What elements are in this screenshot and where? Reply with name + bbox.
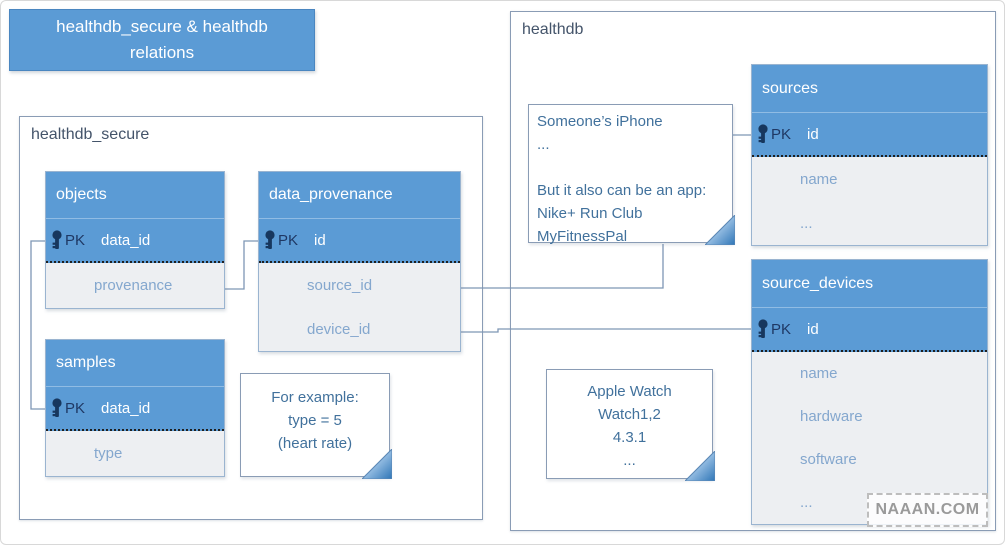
row-field-name: ...: [800, 494, 813, 511]
table-title: objects: [56, 186, 107, 203]
table-row: name: [752, 157, 987, 201]
note-line: type = 5: [288, 412, 342, 429]
note-apple-watch[interactable]: Apple Watch Watch1,2 4.3.1 ...: [546, 369, 716, 482]
primary-key-row: PK data_id: [46, 386, 224, 431]
table-title: source_devices: [762, 274, 874, 292]
diagram-title: healthdb_secure & healthdb relations: [56, 16, 268, 62]
pk-label: PK: [278, 231, 299, 249]
folded-corner-icon: [704, 214, 736, 246]
table-data-provenance[interactable]: data_provenance PK id source_id device_i…: [258, 171, 461, 352]
row-field-name: hardware: [800, 408, 863, 425]
key-icon: [757, 124, 770, 144]
folded-corner-icon: [684, 450, 716, 482]
note-iphone-apps[interactable]: Someone’s iPhone ... But it also can be …: [528, 104, 736, 246]
pk-label: PK: [65, 399, 86, 417]
table-title: samples: [56, 354, 116, 371]
row-field-name: provenance: [94, 277, 173, 294]
row-field-name: source_id: [307, 276, 373, 294]
table-header: sources: [752, 65, 987, 112]
table-source-devices[interactable]: source_devices PK id name hardware softw…: [751, 259, 988, 525]
row-field-name: software: [800, 451, 857, 468]
pk-label: PK: [771, 320, 792, 338]
key-icon: [757, 319, 770, 339]
note-line: 4.3.1: [612, 429, 647, 446]
pk-field-name: id: [807, 320, 819, 338]
pk-field-name: data_id: [101, 399, 151, 417]
note-line: ...: [537, 136, 550, 153]
note-line: ...: [623, 452, 636, 469]
note-line: MyFitnessPal: [537, 228, 628, 245]
folded-corner-icon: [361, 448, 393, 480]
note-line: Someone’s iPhone: [537, 113, 663, 130]
table-row: software: [752, 438, 987, 481]
note-line: Watch1,2: [598, 406, 661, 423]
table-sources[interactable]: sources PK id name ...: [751, 64, 988, 246]
note-line: But it also can be an app:: [537, 182, 707, 199]
pk-label: PK: [65, 231, 86, 249]
table-row: source_id: [259, 263, 460, 307]
table-samples[interactable]: samples PK data_id type: [45, 339, 225, 477]
watermark-text: NAAAN.COM: [875, 501, 980, 518]
row-field-name: device_id: [307, 320, 371, 338]
pk-field-name: data_id: [101, 231, 151, 249]
table-row: device_id: [259, 307, 460, 351]
watermark: NAAAN.COM: [867, 493, 988, 527]
pk-label: PK: [771, 125, 792, 143]
table-row: hardware: [752, 395, 987, 438]
primary-key-row: PK data_id: [46, 218, 224, 263]
note-line: For example:: [271, 389, 359, 406]
title-box[interactable]: healthdb_secure & healthdb relations: [9, 9, 315, 71]
table-header: samples: [46, 340, 224, 386]
table-title: sources: [762, 79, 819, 97]
row-field-name: ...: [800, 214, 813, 232]
table-row: name: [752, 352, 987, 395]
note-line: [537, 156, 724, 179]
table-header: source_devices: [752, 260, 987, 307]
table-header: data_provenance: [259, 172, 460, 218]
key-icon: [264, 230, 277, 250]
table-header: objects: [46, 172, 224, 218]
pk-field-name: id: [807, 125, 819, 143]
table-row: ...: [752, 201, 987, 245]
primary-key-row: PK id: [259, 218, 460, 263]
note-line: Nike+ Run Club: [537, 205, 643, 222]
table-row: ...: [752, 481, 987, 524]
table-row: provenance: [46, 263, 224, 308]
table-title: data_provenance: [269, 186, 393, 203]
row-field-name: name: [800, 365, 838, 382]
row-field-name: name: [800, 170, 838, 188]
row-field-name: type: [94, 445, 123, 462]
container-label: healthdb: [522, 21, 584, 38]
pk-field-name: id: [314, 231, 326, 249]
note-for-example[interactable]: For example: type = 5 (heart rate): [240, 373, 393, 480]
table-objects[interactable]: objects PK data_id provenance: [45, 171, 225, 309]
note-line: Apple Watch: [587, 383, 672, 400]
note-line: (heart rate): [277, 435, 353, 452]
table-row: type: [46, 431, 224, 476]
primary-key-row: PK id: [752, 112, 987, 157]
key-icon: [51, 230, 64, 250]
primary-key-row: PK id: [752, 307, 987, 352]
key-icon: [51, 398, 64, 418]
container-label: healthdb_secure: [31, 126, 150, 143]
